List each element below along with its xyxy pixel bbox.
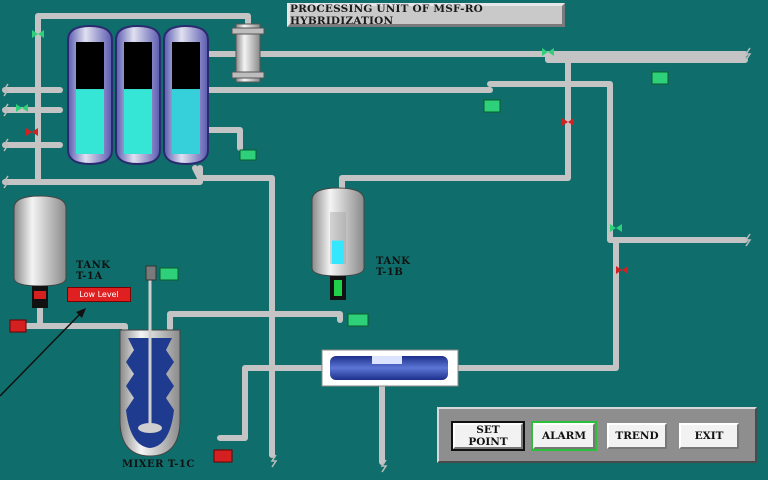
pump-green-icon <box>239 149 257 161</box>
pump-green-icon <box>159 267 179 281</box>
valve-green-icon <box>610 224 622 232</box>
tank-t1b <box>311 187 365 300</box>
control-panel: SET POINT ALARM TREND EXIT <box>437 407 757 463</box>
pump-red-icon <box>213 449 233 463</box>
page-title: PROCESSING UNIT OF MSF-RO HYBRIDIZATION <box>290 3 484 27</box>
column-2 <box>115 24 161 166</box>
pump-green-icon <box>651 71 669 85</box>
mixer-t1c-label: MIXER T-1C <box>122 459 195 470</box>
valve-red-icon <box>26 128 38 136</box>
tank-t1a-label-line2: T-1A <box>76 271 103 282</box>
tank-t1a-label: TANK T-1A <box>76 260 111 282</box>
tank-t1a <box>13 195 67 308</box>
set-point-button[interactable]: SET POINT <box>451 421 525 451</box>
ro-membrane <box>321 349 459 387</box>
valve-green-icon <box>32 30 44 38</box>
flow-indicators <box>2 47 752 473</box>
pump-red-icon <box>9 319 27 333</box>
heat-exchanger <box>231 23 265 83</box>
column-1 <box>67 24 113 166</box>
tank-t1b-label: TANK T-1B <box>376 256 411 278</box>
column-3 <box>163 24 209 166</box>
valve-red-icon <box>616 266 628 274</box>
valves[interactable] <box>9 30 669 463</box>
pipes <box>2 13 748 465</box>
pump-green-icon <box>347 313 369 327</box>
low-level-alarm-badge: Low Level <box>67 287 131 302</box>
tank-t1b-label-line2: T-1B <box>376 267 404 278</box>
valve-green-icon <box>16 104 28 112</box>
title-banner: PROCESSING UNIT OF MSF-RO HYBRIDIZATION <box>287 3 565 27</box>
msf-columns <box>67 24 209 166</box>
alarm-pointer-arrow <box>0 308 86 397</box>
tank-t1b-label-line1: TANK <box>376 256 411 267</box>
column-2-liquid-level <box>124 89 152 154</box>
alarm-button[interactable]: ALARM <box>531 421 597 451</box>
valve-red-icon <box>562 118 574 126</box>
column-1-liquid-level <box>76 89 104 154</box>
mixer-t1c <box>119 265 181 457</box>
tank-t1a-label-line1: TANK <box>76 260 111 271</box>
pump-green-icon <box>483 99 501 113</box>
valve-green-icon <box>542 48 554 56</box>
trend-button[interactable]: TREND <box>607 423 667 449</box>
tank-t1b-liquid-level <box>332 240 344 264</box>
column-3-liquid-level <box>172 89 200 154</box>
exit-button[interactable]: EXIT <box>679 423 739 449</box>
